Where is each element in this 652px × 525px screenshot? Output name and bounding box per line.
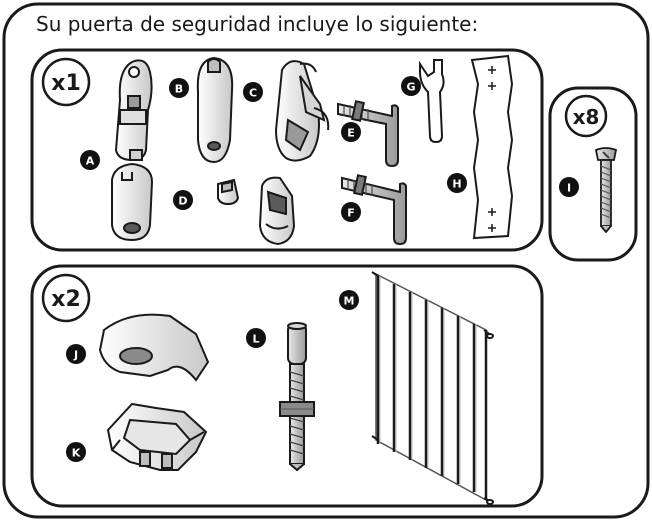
- part-d-cap-clip: [217, 176, 296, 246]
- outer-frame: [2, 2, 650, 519]
- badge-c: C: [243, 82, 263, 102]
- part-e-bolt: [337, 100, 399, 168]
- badge-label-l: L: [252, 333, 259, 346]
- part-l-bolt: [279, 322, 315, 472]
- part-m-gate: [371, 271, 494, 505]
- qty-circle-x1: [41, 57, 91, 107]
- group-box-x8: [548, 86, 638, 262]
- qty-label-x2: x2: [51, 287, 81, 312]
- badge-g: G: [401, 76, 421, 96]
- qty-circle-x8: [564, 94, 608, 138]
- badge-b: B: [169, 78, 189, 98]
- qty-label-x1: x1: [51, 71, 81, 96]
- badge-label-e: E: [347, 127, 355, 140]
- diagram-title: Su puerta de seguridad incluye lo siguie…: [36, 12, 479, 36]
- part-c-lock: [274, 60, 330, 162]
- badge-e: E: [341, 122, 361, 142]
- qty-label-x8: x8: [573, 105, 600, 129]
- part-k-bracket: [106, 402, 208, 471]
- badge-label-i: I: [567, 182, 571, 195]
- badge-h: H: [447, 173, 467, 193]
- badge-label-f: F: [347, 207, 355, 220]
- badge-k: K: [66, 442, 86, 462]
- badge-f: F: [341, 202, 361, 222]
- badge-label-c: C: [249, 87, 257, 100]
- badge-label-b: B: [175, 83, 183, 96]
- group-box-x1: [30, 48, 544, 252]
- group-box-x2: [30, 264, 544, 508]
- badge-j: J: [66, 344, 86, 364]
- badge-label-j: J: [73, 349, 78, 362]
- badge-label-d: D: [178, 195, 187, 208]
- badge-label-a: A: [86, 155, 95, 168]
- badge-label-k: K: [72, 447, 81, 460]
- badge-d: D: [173, 190, 193, 210]
- badge-a: A: [80, 150, 100, 170]
- part-a-hinge: [111, 59, 154, 242]
- badge-label-m: M: [344, 295, 355, 308]
- badge-l: L: [246, 328, 266, 348]
- badge-label-h: H: [452, 178, 461, 191]
- part-j-saddle: [98, 313, 210, 382]
- part-h-template: [470, 54, 514, 240]
- part-b-cover: [196, 56, 234, 164]
- qty-circle-x2: [41, 273, 91, 323]
- badge-i: I: [559, 177, 579, 197]
- part-f-bolt: [341, 174, 407, 246]
- badge-label-g: G: [406, 81, 415, 94]
- part-g-wrench: [419, 59, 445, 144]
- part-i-screw: [594, 147, 618, 234]
- badge-m: M: [339, 290, 359, 310]
